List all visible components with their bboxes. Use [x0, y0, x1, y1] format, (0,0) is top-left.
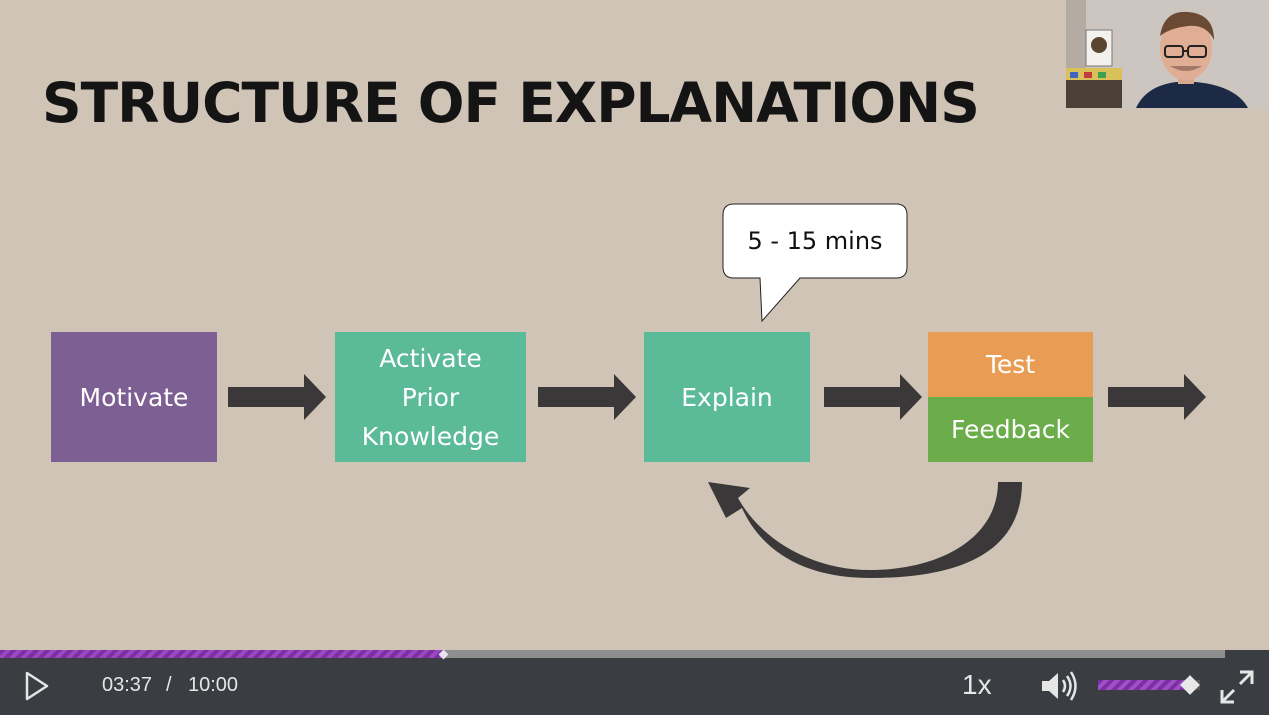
arrow-right-icon: [1108, 374, 1206, 420]
step-activate-line-3: Knowledge: [361, 421, 500, 451]
volume-fill: [1098, 680, 1190, 690]
time-separator: /: [166, 674, 172, 696]
step-activate-prior-knowledge: Activate Prior Knowledge: [335, 332, 526, 462]
video-progress-bar[interactable]: [0, 649, 1225, 660]
current-time: 03:37: [102, 674, 153, 696]
volume-icon[interactable]: [1038, 668, 1078, 704]
speech-bubble-text: 5 - 15 mins: [747, 227, 883, 255]
step-feedback-label: Feedback: [950, 415, 1071, 444]
video-progress-fill: [0, 650, 444, 658]
playback-speed-button[interactable]: 1x: [962, 669, 992, 700]
total-duration: 10:00: [188, 674, 239, 696]
arrow-right-icon: [824, 374, 922, 420]
step-test: Test: [928, 332, 1093, 397]
step-test-label: Test: [985, 350, 1036, 379]
curved-loop-arrow-icon: [708, 482, 1022, 578]
volume-handle[interactable]: [1179, 675, 1200, 695]
fullscreen-icon[interactable]: [1218, 668, 1256, 706]
webcam-video-overlay: [1066, 0, 1269, 108]
step-activate-line-2: Prior: [401, 382, 460, 412]
presentation-slide: STRUCTURE OF EXPLANATIONS Motivate Activ…: [42, 71, 1206, 578]
step-motivate-label: Motivate: [79, 382, 189, 412]
step-motivate: Motivate: [51, 332, 217, 462]
arrow-right-icon: [538, 374, 636, 420]
step-explain: Explain: [644, 332, 810, 462]
slide-title: STRUCTURE OF EXPLANATIONS: [42, 71, 980, 135]
step-activate-line-1: Activate: [379, 343, 482, 373]
volume-slider[interactable]: [1098, 675, 1200, 695]
step-explain-label: Explain: [681, 382, 773, 412]
play-icon[interactable]: [18, 668, 54, 704]
arrow-right-icon: [228, 374, 326, 420]
step-feedback: Feedback: [928, 397, 1093, 462]
presenter-video-icon: [1066, 0, 1269, 108]
speech-bubble: [722, 203, 908, 323]
